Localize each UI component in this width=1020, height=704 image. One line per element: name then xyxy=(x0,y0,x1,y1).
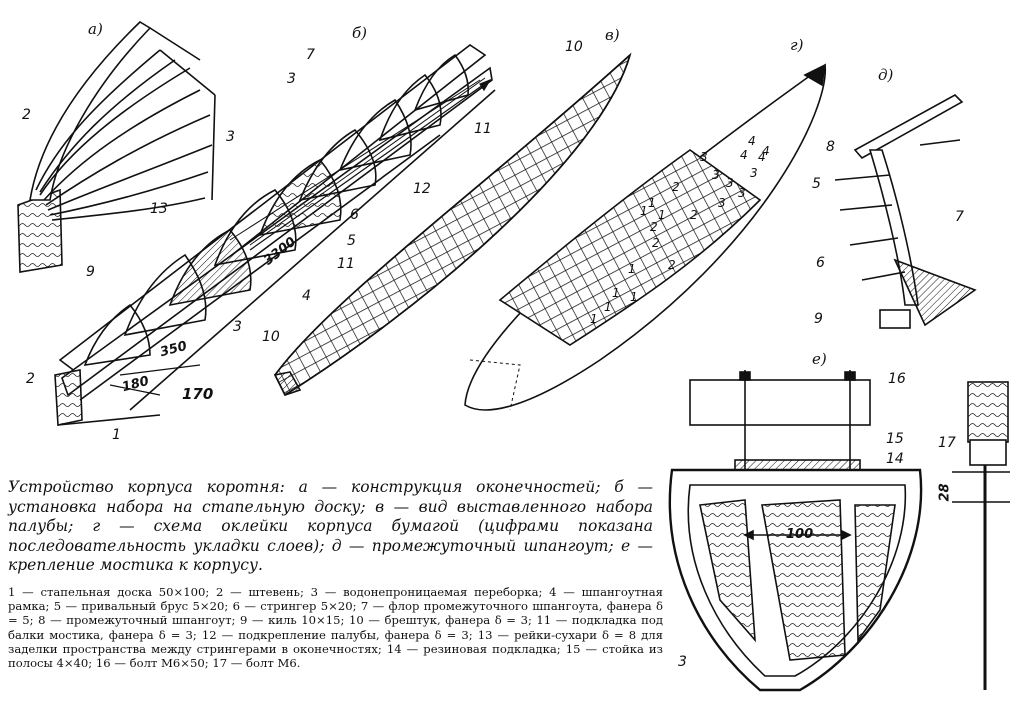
callout-b-3-low: 3 xyxy=(233,319,242,335)
callout-d-9: 9 xyxy=(814,311,823,327)
callout-b-7: 7 xyxy=(306,47,315,63)
subfig-label-b: б) xyxy=(352,24,368,42)
layer-number: 3 xyxy=(700,150,708,164)
callout-b-3-mid: 3 xyxy=(226,129,235,145)
view-a-bow-construction xyxy=(17,20,216,273)
layer-number: 4 xyxy=(758,150,766,164)
callout-e-16: 16 xyxy=(888,371,906,387)
layer-number: 1 xyxy=(612,286,620,300)
callout-b-4: 4 xyxy=(302,288,311,304)
layer-number: 2 xyxy=(690,208,698,222)
view-d-intermediate-frame xyxy=(834,94,977,329)
view-v-deck-framing xyxy=(273,52,632,397)
layer-number: 3 xyxy=(738,186,746,200)
callout-e-3: 3 xyxy=(678,654,687,670)
layer-number: 3 xyxy=(726,176,734,190)
callout-b-5: 5 xyxy=(347,233,356,249)
layer-number: 3 xyxy=(712,168,720,182)
dimension-lines xyxy=(109,78,492,396)
dimension-170: 170 xyxy=(182,385,214,403)
layer-number: 4 xyxy=(748,134,756,148)
callout-e-14: 14 xyxy=(886,451,904,467)
callout-d-7: 7 xyxy=(955,209,964,225)
layer-number: 1 xyxy=(628,262,636,276)
layer-number: 2 xyxy=(668,258,676,272)
callout-e-17: 17 xyxy=(938,435,956,451)
callout-b-3-top: 3 xyxy=(287,71,296,87)
layer-number: 4 xyxy=(762,144,770,158)
layer-number: 3 xyxy=(718,196,726,210)
layer-number: 1 xyxy=(640,204,648,218)
figure-legend: 1 — стапельная доска 50×100; 2 — штевень… xyxy=(8,585,663,671)
layer-number: 1 xyxy=(648,196,656,210)
layer-number: 2 xyxy=(652,236,660,250)
subfig-label-d: д) xyxy=(878,66,894,84)
subfig-label-v: в) xyxy=(605,26,620,44)
callout-b-2: 2 xyxy=(26,371,35,387)
callout-v-12: 12 xyxy=(413,181,431,197)
dimension-100: 100 xyxy=(786,527,814,542)
callout-b-10: 10 xyxy=(262,329,280,345)
callout-e-15: 15 xyxy=(886,431,904,447)
layer-number: 2 xyxy=(650,220,658,234)
callout-v-11-top: 11 xyxy=(474,121,492,137)
callout-d-5: 5 xyxy=(812,176,821,192)
view-g-lamination xyxy=(464,63,827,411)
subfig-label-a: а) xyxy=(88,20,103,38)
subfig-label-g: г) xyxy=(790,36,804,54)
dimension-28: 28 xyxy=(937,483,953,502)
callout-v-11-low: 11 xyxy=(337,256,355,272)
layer-number: 4 xyxy=(740,148,748,162)
callout-b-9: 9 xyxy=(86,264,95,280)
layer-number: 1 xyxy=(630,290,638,304)
view-b-frame-assembly xyxy=(54,44,496,426)
layer-number: 1 xyxy=(590,312,598,326)
subfig-label-e: е) xyxy=(812,350,827,368)
callout-d-8: 8 xyxy=(826,139,835,155)
view-e-bridge-mounting xyxy=(668,370,1010,692)
callout-v-10: 10 xyxy=(565,39,583,55)
callout-d-6: 6 xyxy=(816,255,825,271)
layer-number: 1 xyxy=(604,300,612,314)
layer-number: 1 xyxy=(658,208,666,222)
callout-a-13: 13 xyxy=(150,201,168,217)
figure-caption: Устройство корпуса коротня: а — конструк… xyxy=(8,478,653,574)
callout-b-1: 1 xyxy=(112,427,121,443)
layer-number: 2 xyxy=(672,180,680,194)
layer-number: 3 xyxy=(750,166,758,180)
callout-b-6: 6 xyxy=(350,207,359,223)
callout-a-2: 2 xyxy=(22,107,31,123)
